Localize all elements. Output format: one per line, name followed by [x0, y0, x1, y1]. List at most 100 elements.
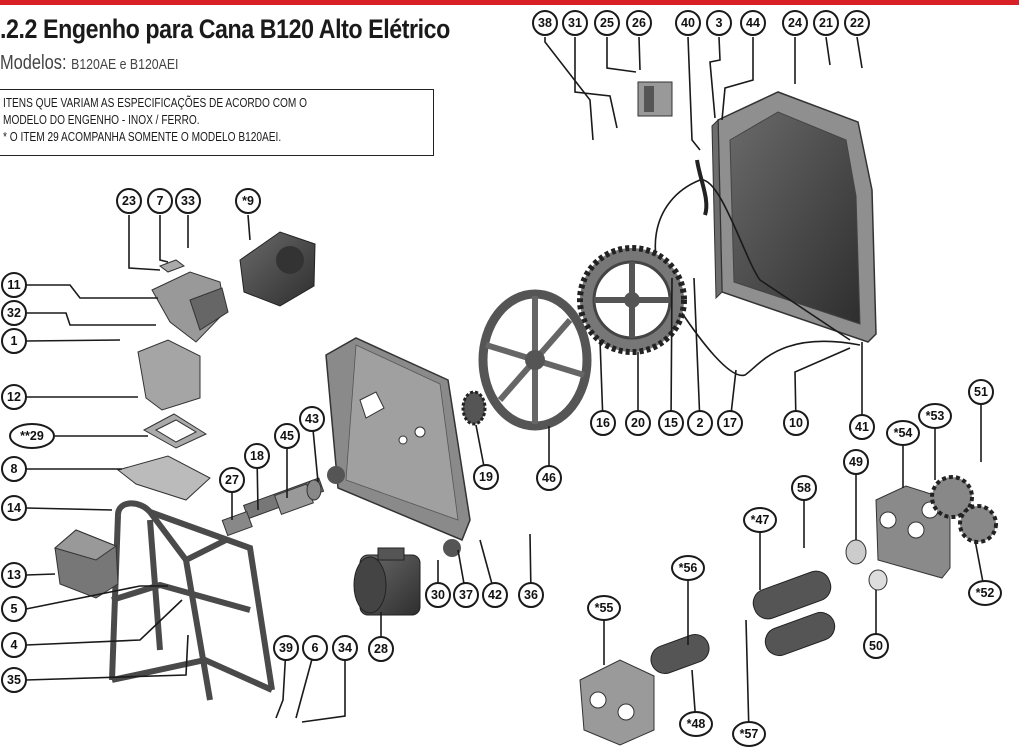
gearbox — [239, 231, 316, 307]
side-plate — [325, 337, 471, 557]
callout-12: 12 — [1, 384, 27, 410]
callout-50: 50 — [863, 633, 889, 659]
callout-bubble — [1, 495, 27, 521]
callout-bubble — [532, 10, 558, 36]
callout-bubble — [968, 580, 1002, 606]
callout-6: 6 — [302, 635, 328, 661]
callout-label: 17 — [723, 416, 737, 430]
callout-bubble — [626, 10, 652, 36]
callout-11: 11 — [1, 272, 27, 298]
callout-bubble — [658, 410, 684, 436]
callout-35: 35 — [1, 667, 27, 693]
small-fittings — [637, 81, 673, 117]
callout-bubble — [1, 328, 27, 354]
electric-motor — [353, 547, 421, 616]
callout-bubble — [175, 188, 201, 214]
callout-46: 46 — [536, 465, 562, 491]
callout-label: 25 — [600, 16, 614, 30]
callout-label: 2 — [697, 416, 704, 430]
callout-56: *56 — [671, 555, 705, 581]
callout-bubble — [844, 10, 870, 36]
callout-bubble — [147, 188, 173, 214]
callout-label: 38 — [538, 16, 552, 30]
callout-label: 33 — [181, 194, 195, 208]
callout-48: *48 — [679, 711, 713, 737]
callout-label: 18 — [250, 449, 264, 463]
callout-label: *52 — [976, 586, 995, 600]
note-line-2: MODELO DO ENGENHO - INOX / FERRO. — [3, 112, 200, 127]
callout-label: 41 — [855, 420, 869, 434]
callout-label: 10 — [789, 416, 803, 430]
callout-38: 38 — [532, 10, 558, 36]
belt-link — [695, 159, 709, 216]
callout-label: *54 — [894, 426, 913, 440]
callout-57: *57 — [732, 721, 766, 747]
callout-bubble — [518, 582, 544, 608]
callout-52: *52 — [968, 580, 1002, 606]
callout-label: 46 — [542, 471, 556, 485]
callout-label: *57 — [740, 727, 759, 741]
callout-label: 40 — [681, 16, 695, 30]
callout-label: 14 — [7, 501, 21, 515]
callout-label: 28 — [374, 642, 388, 656]
callout-label: 45 — [280, 429, 294, 443]
callout-bubble — [732, 721, 766, 747]
callout-bubble — [425, 582, 451, 608]
callout-label: 23 — [122, 194, 136, 208]
callout-bubble — [302, 635, 328, 661]
callout-bubble — [235, 188, 261, 214]
callout-label: 26 — [632, 16, 646, 30]
callout-label: 30 — [431, 588, 445, 602]
callout-label: 19 — [479, 470, 493, 484]
callout-53: *53 — [918, 403, 952, 429]
callout-bubble — [536, 465, 562, 491]
callout-bubble — [1, 632, 27, 658]
callout-bubble — [594, 10, 620, 36]
callout-30: 30 — [425, 582, 451, 608]
callout-bubble — [9, 423, 55, 449]
callout-bubble — [587, 595, 621, 621]
hopper-parts — [116, 259, 229, 501]
callout-bubble — [482, 582, 508, 608]
callout-bubble — [625, 410, 651, 436]
callout-label: 3 — [716, 16, 723, 30]
callout-36: 36 — [518, 582, 544, 608]
callout-label: *53 — [926, 409, 945, 423]
callout-label: 27 — [225, 473, 239, 487]
callout-label: 16 — [596, 416, 610, 430]
callout-bubble — [1, 667, 27, 693]
callout-label: 1 — [11, 334, 18, 348]
callout-label: 36 — [524, 588, 538, 602]
callout-8: 8 — [1, 456, 27, 482]
note-line-3: * O ITEM 29 ACOMPANHA SOMENTE O MODELO B… — [3, 129, 282, 144]
callout-bubble — [687, 410, 713, 436]
callout-5: 5 — [1, 596, 27, 622]
notes-box: ITENS QUE VARIAM AS ESPECIFICAÇÕES DE AC… — [0, 89, 434, 156]
callout-22: 22 — [844, 10, 870, 36]
callout-label: 22 — [850, 16, 864, 30]
stand-frame — [109, 500, 275, 701]
callout-label: 37 — [459, 588, 473, 602]
callout-label: 20 — [631, 416, 645, 430]
callout-bubble — [813, 10, 839, 36]
callout-bubble — [679, 711, 713, 737]
callout-bubble — [886, 420, 920, 446]
callout-bubble — [473, 464, 499, 490]
callout-33: 33 — [175, 188, 201, 214]
note-line-1: ITENS QUE VARIAM AS ESPECIFICAÇÕES DE AC… — [3, 95, 308, 110]
callout-10: 10 — [783, 410, 809, 436]
callout-47: *47 — [743, 507, 777, 533]
callout-label: 49 — [849, 455, 863, 469]
callout-2: 2 — [687, 410, 713, 436]
callout-label: 51 — [974, 385, 988, 399]
callout-41: 41 — [849, 414, 875, 440]
callout-label: 34 — [338, 641, 352, 655]
large-gear — [577, 245, 687, 355]
roller-assembly — [579, 475, 998, 746]
callout-bubble — [706, 10, 732, 36]
callout-bubble — [562, 10, 588, 36]
callout-bubble — [791, 475, 817, 501]
callout-bubble — [299, 406, 325, 432]
callout-20: 20 — [625, 410, 651, 436]
